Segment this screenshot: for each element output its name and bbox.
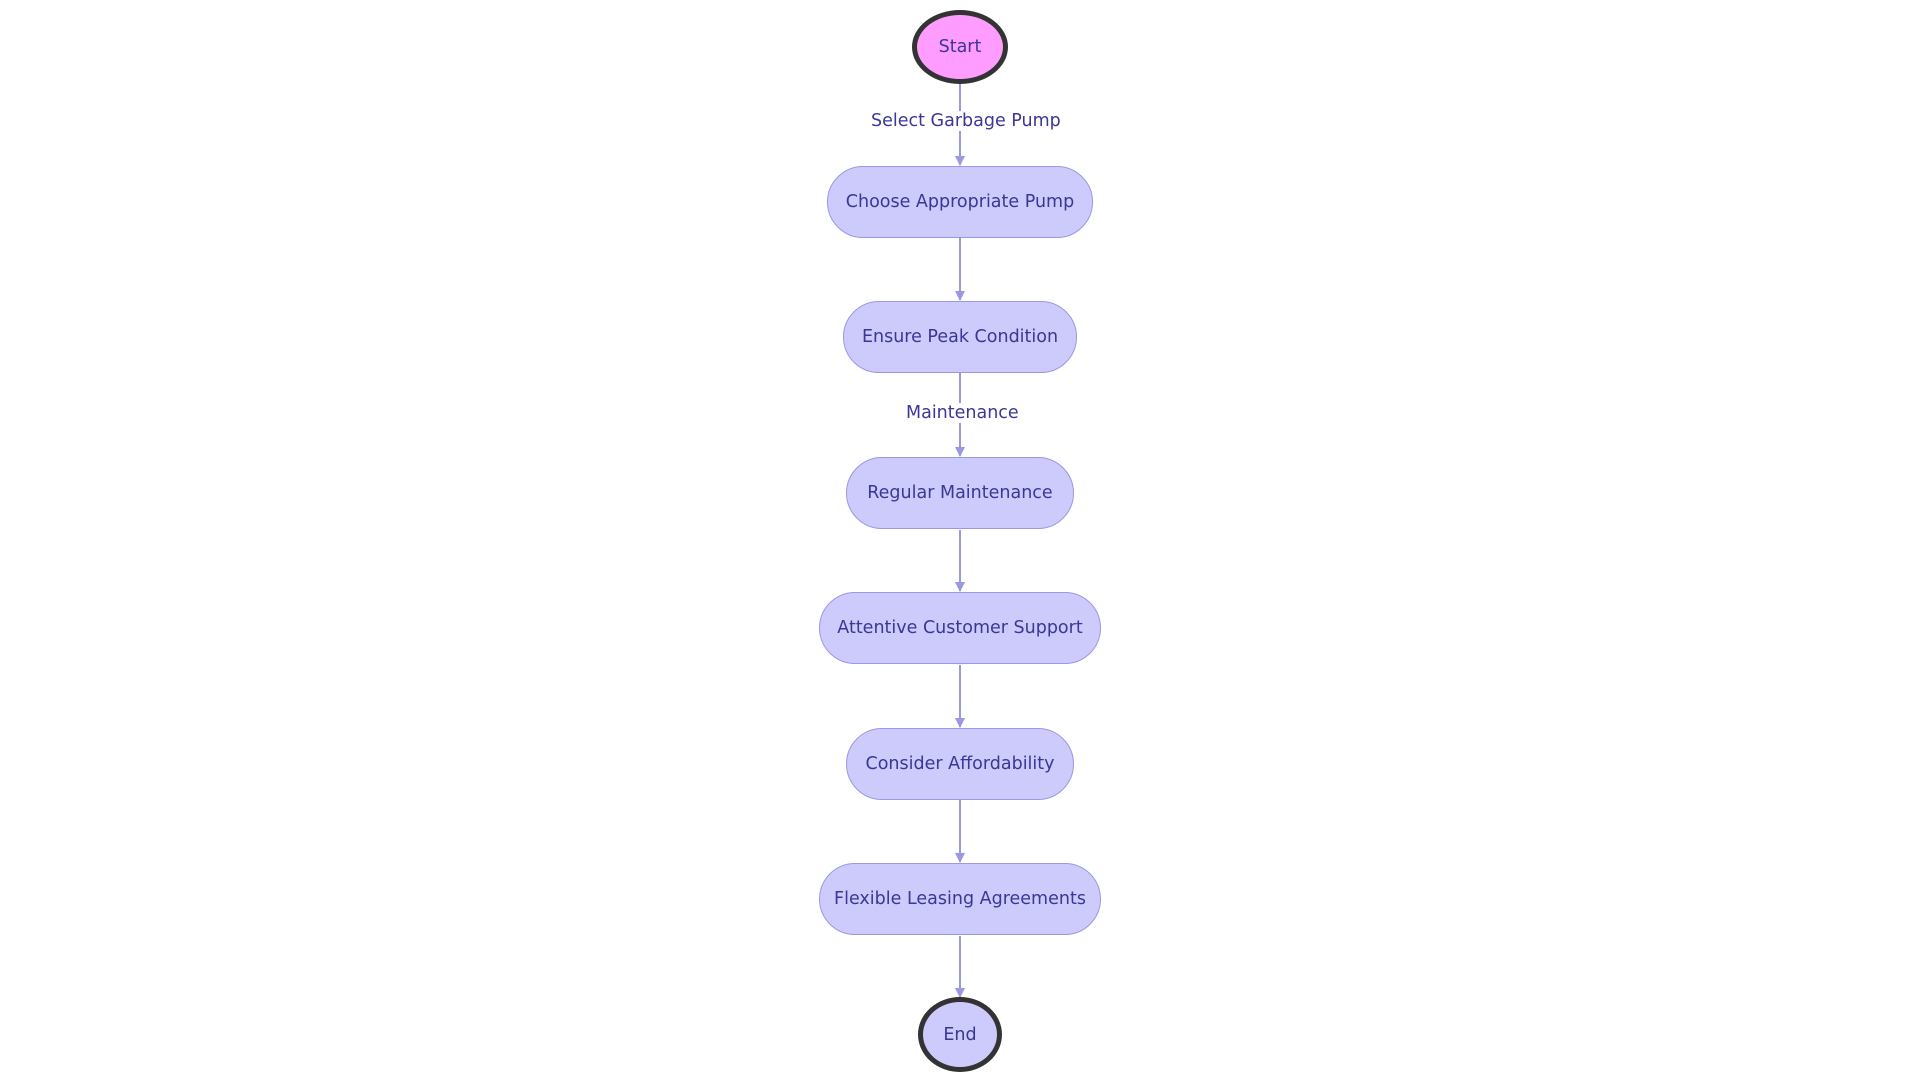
step-choose-appropriate-pump: Choose Appropriate Pump [827,166,1093,238]
step-label: Flexible Leasing Agreements [834,889,1086,909]
end-node-label: End [943,1024,977,1045]
start-node-label: Start [938,37,982,57]
step-label: Ensure Peak Condition [861,327,1059,347]
step-label: Regular Maintenance [867,483,1053,503]
step-flexible-leasing-agreements: Flexible Leasing Agreements [819,863,1101,935]
step-label: Consider Affordability [865,754,1055,774]
step-consider-affordability: Consider Affordability [846,728,1074,800]
step-attentive-customer-support: Attentive Customer Support [819,592,1101,664]
step-regular-maintenance: Regular Maintenance [846,457,1074,529]
start-node: Start [912,10,1008,84]
end-node: End [918,997,1002,1072]
edge-label-maintenance: Maintenance [904,403,1021,423]
step-label: Choose Appropriate Pump [845,192,1075,212]
step-ensure-peak-condition: Ensure Peak Condition [843,301,1077,373]
edge-label-select-garbage-pump: Select Garbage Pump [869,111,1063,131]
step-label: Attentive Customer Support [837,618,1083,638]
